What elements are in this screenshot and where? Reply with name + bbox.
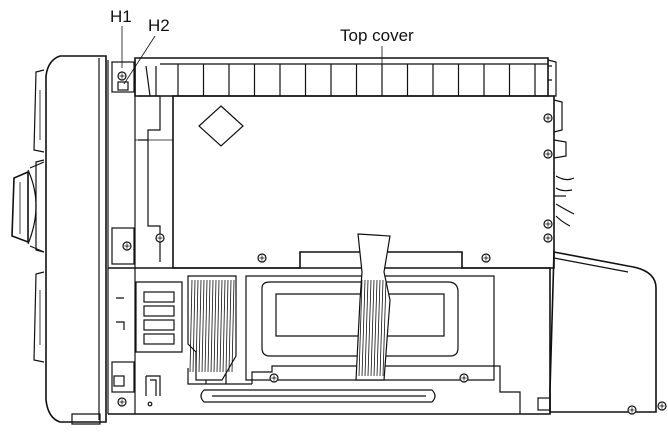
lower-chassis (108, 267, 551, 415)
top-cover (111, 57, 557, 97)
screw-icon (155, 233, 165, 243)
screw-icon (117, 71, 127, 81)
rear-housing (537, 251, 657, 413)
screw-icon (481, 253, 491, 263)
screw-icon (543, 219, 553, 229)
diamond-marking (198, 105, 244, 147)
right-connectors (554, 175, 575, 227)
screw-icon (543, 233, 553, 243)
leader-line-h2 (123, 35, 156, 85)
screw-icon (657, 401, 667, 411)
front-bezel (11, 55, 107, 425)
screw-icon (269, 373, 279, 383)
screw-icon (122, 241, 132, 251)
side-grip (11, 170, 29, 244)
screw-icon (117, 397, 127, 407)
label-h1: H1 (110, 7, 132, 26)
flat-cable-center (355, 233, 391, 381)
screw-icon (543, 149, 553, 159)
screw-icon (257, 253, 267, 263)
flat-cable-left (187, 275, 237, 381)
left-connector-block (135, 281, 183, 353)
screw-icon (627, 405, 637, 415)
screws (117, 71, 667, 415)
main-board (135, 95, 567, 269)
label-top-cover: Top cover (340, 26, 414, 45)
hook-part (145, 375, 161, 396)
screw-icon (459, 373, 469, 383)
bottom-rail (200, 389, 436, 403)
screw-icon (543, 113, 553, 123)
label-h2: H2 (148, 16, 170, 35)
slot-frame (261, 281, 459, 357)
inner-frame (107, 60, 161, 414)
